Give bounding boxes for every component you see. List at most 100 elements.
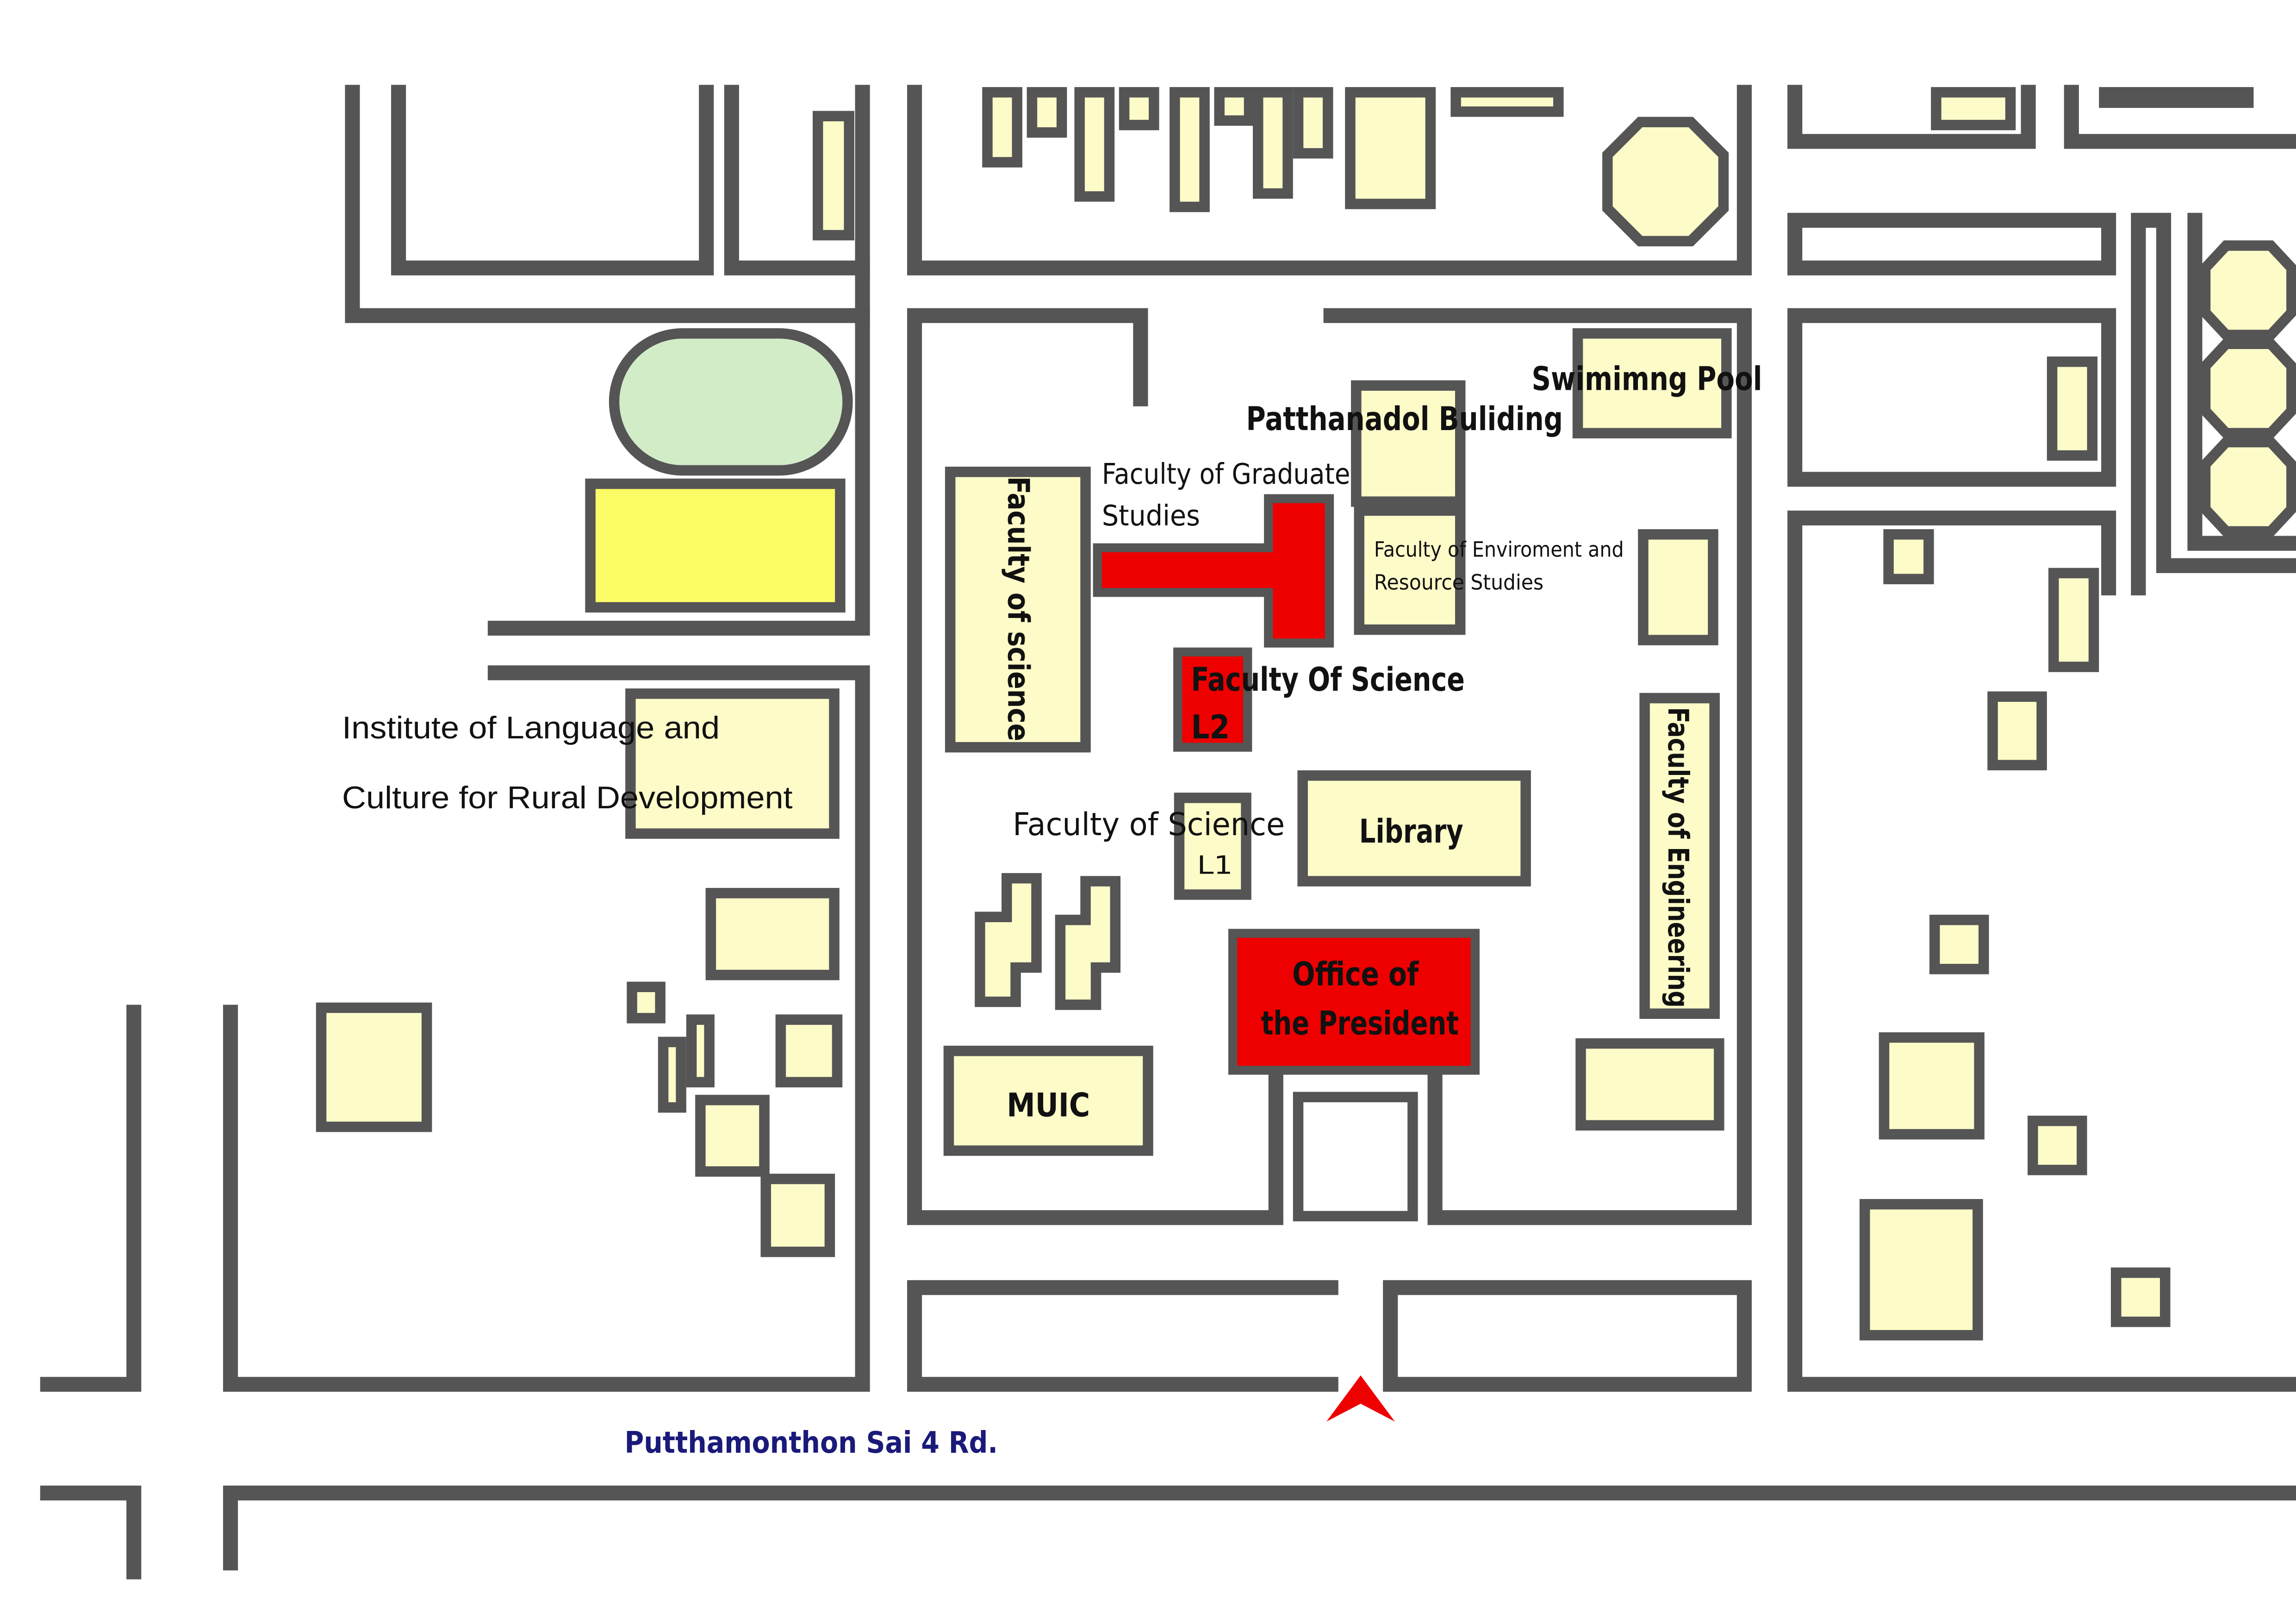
cross-building[interactable] xyxy=(2200,437,2296,537)
building[interactable] xyxy=(627,981,666,1024)
building[interactable] xyxy=(1929,914,1989,974)
faculty-of-engineering-label: Faculty of Engineering xyxy=(1661,707,1694,1008)
faculty-of-science-building[interactable] xyxy=(945,467,1091,753)
library-building[interactable] xyxy=(1297,770,1531,887)
office-of-the-president-building[interactable] xyxy=(1228,929,1480,1075)
gatehouse xyxy=(1293,1092,1418,1222)
building[interactable] xyxy=(1450,87,1564,117)
graduate-studies-label-line1: Faculty of Graduate xyxy=(1102,458,1350,491)
sports-area xyxy=(585,111,854,613)
octagon-building[interactable] xyxy=(1602,117,1729,247)
road-segment xyxy=(2131,212,2296,596)
building[interactable] xyxy=(1055,876,1121,1010)
road-segment xyxy=(907,1280,1338,1392)
library-label: Library xyxy=(1359,812,1463,850)
faculty-of-graduate-studies-building[interactable] xyxy=(1093,494,1334,648)
road-segment xyxy=(907,85,1752,275)
building[interactable] xyxy=(2110,1267,2171,1327)
science-l2-label-line1: Faculty Of Science xyxy=(1191,660,1465,699)
sports-court[interactable] xyxy=(585,478,846,613)
building[interactable] xyxy=(1879,1032,1985,1140)
swimming-pool-label: Swimimng Pool xyxy=(1531,359,1762,398)
swimming-pool[interactable] xyxy=(1572,328,1732,438)
faculty-environment-building[interactable] xyxy=(1354,505,1466,635)
west-buildings xyxy=(316,688,843,1257)
faculty-of-engineering-building[interactable] xyxy=(1639,693,1720,1019)
institute-language-building[interactable] xyxy=(625,688,840,839)
road-segment xyxy=(1787,510,2296,1392)
road-segment xyxy=(1787,308,2116,487)
road-segment xyxy=(1383,1280,1752,1392)
road-segment xyxy=(1323,308,1752,1225)
muic-building[interactable] xyxy=(943,1045,1153,1156)
building[interactable] xyxy=(2048,568,2099,672)
building[interactable] xyxy=(686,1014,715,1087)
cross-building[interactable] xyxy=(2200,338,2296,438)
building[interactable] xyxy=(2099,87,2254,108)
building[interactable] xyxy=(1987,691,2047,770)
institute-label-line2: Culture for Rural Development xyxy=(342,781,793,815)
road-segment xyxy=(1787,212,2116,275)
building[interactable] xyxy=(760,1174,835,1257)
building[interactable] xyxy=(975,873,1042,1007)
north-buildings xyxy=(982,87,1729,247)
institute-label-line1: Institute of Language and xyxy=(342,711,720,745)
cross-building[interactable] xyxy=(2200,240,2296,340)
science-l1-label-line1: Faculty of Science xyxy=(1013,806,1285,843)
building[interactable] xyxy=(1074,87,1115,202)
building[interactable] xyxy=(2028,1115,2087,1175)
road-network xyxy=(40,85,2296,1580)
building[interactable] xyxy=(1345,87,1436,209)
road-segment xyxy=(40,1005,142,1392)
environment-label-line2: Resource Studies xyxy=(1374,570,1543,594)
patthanadol-label: Patthanadol Buliding xyxy=(1246,400,1563,438)
building[interactable] xyxy=(658,1037,686,1113)
central-campus xyxy=(943,328,1732,1222)
map-labels: Swimimng Pool Patthanadol Buliding Facul… xyxy=(342,359,1762,1460)
muic-label: MUIC xyxy=(1007,1086,1090,1124)
road-segment xyxy=(1787,85,2036,149)
faculty-of-science-l2-building[interactable] xyxy=(1173,647,1252,752)
environment-label-line1: Faculty of Enviroment and xyxy=(1374,537,1624,562)
building[interactable] xyxy=(812,111,854,241)
road-segment xyxy=(907,308,1283,1225)
building[interactable] xyxy=(1575,1038,1724,1131)
road-segment xyxy=(345,85,870,323)
entrance-arrow-icon xyxy=(1326,1375,1395,1422)
sports-field[interactable] xyxy=(609,328,853,476)
building[interactable] xyxy=(1883,529,1934,585)
building[interactable] xyxy=(1119,87,1159,131)
road-segment xyxy=(2064,85,2296,149)
road-segment xyxy=(487,308,870,636)
building[interactable] xyxy=(705,887,840,981)
building[interactable] xyxy=(1638,529,1718,645)
road-label: Putthamonthon Sai 4 Rd. xyxy=(624,1425,997,1460)
graduate-studies-label-line2: Studies xyxy=(1102,500,1200,532)
building[interactable] xyxy=(1931,87,2016,131)
office-of-president-label-line2: the President xyxy=(1261,1004,1459,1043)
science-l2-label-line2: L2 xyxy=(1191,708,1230,746)
road-segment xyxy=(724,85,870,275)
building[interactable] xyxy=(1293,87,1333,159)
road-segment xyxy=(391,85,714,275)
office-of-president-label-line1: Office of xyxy=(1292,955,1419,993)
building[interactable] xyxy=(775,1014,843,1087)
science-l1-label-line2: L1 xyxy=(1197,850,1233,880)
east-buildings xyxy=(1859,87,2296,1341)
road-segment xyxy=(223,1485,2296,1571)
patthanadol-building[interactable] xyxy=(1351,380,1466,507)
building[interactable] xyxy=(316,1002,432,1132)
building[interactable] xyxy=(1859,1199,1983,1341)
building[interactable] xyxy=(2047,356,2098,461)
building[interactable] xyxy=(1027,87,1067,138)
building[interactable] xyxy=(1214,87,1255,126)
faculty-of-science-vertical-label: Faculty of science xyxy=(1001,476,1035,741)
building[interactable] xyxy=(695,1094,770,1177)
building[interactable] xyxy=(1170,87,1210,212)
road-segment xyxy=(223,665,870,1392)
building[interactable] xyxy=(1253,87,1293,199)
building[interactable] xyxy=(982,87,1022,168)
faculty-of-science-l1-building[interactable] xyxy=(1174,793,1251,900)
